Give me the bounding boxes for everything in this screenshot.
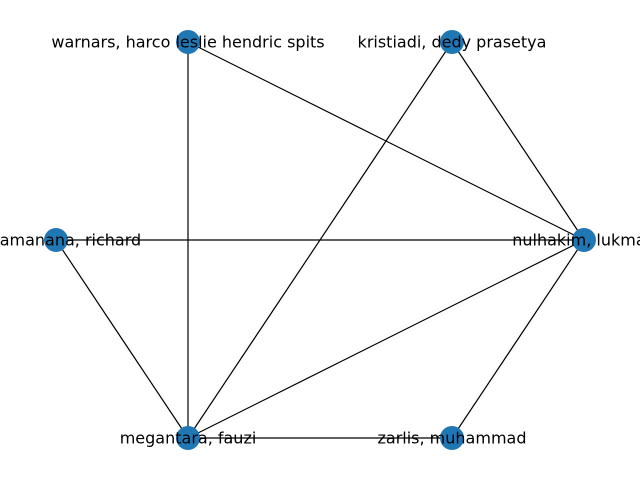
node-zarlis bbox=[440, 426, 464, 450]
edges-layer bbox=[55, 41, 585, 439]
node-megantara bbox=[176, 426, 200, 450]
edge-megantara-nulhakim bbox=[187, 239, 585, 439]
node-label-warnars: warnars, harco leslie hendric spits bbox=[51, 33, 324, 52]
node-label-zarlis: zarlis, muhammad bbox=[378, 429, 527, 448]
node-nulhakim bbox=[572, 228, 596, 252]
node-label-sitoamanana: sitoamanana, richard bbox=[0, 231, 141, 250]
nodes-layer bbox=[44, 30, 596, 450]
edge-sitoamanana-megantara bbox=[55, 239, 189, 439]
node-label-nulhakim: nulhakim, lukman bbox=[512, 231, 640, 250]
node-label-kristiadi: kristiadi, dedy prasetya bbox=[358, 33, 547, 52]
edge-kristiadi-nulhakim bbox=[451, 41, 585, 241]
node-sitoamanana bbox=[44, 228, 68, 252]
node-kristiadi bbox=[440, 30, 464, 54]
labels-layer: warnars, harco leslie hendric spits krist… bbox=[0, 33, 640, 448]
node-label-megantara: megantara, fauzi bbox=[120, 429, 257, 448]
node-warnars bbox=[176, 30, 200, 54]
edge-zarlis-nulhakim bbox=[451, 239, 585, 439]
